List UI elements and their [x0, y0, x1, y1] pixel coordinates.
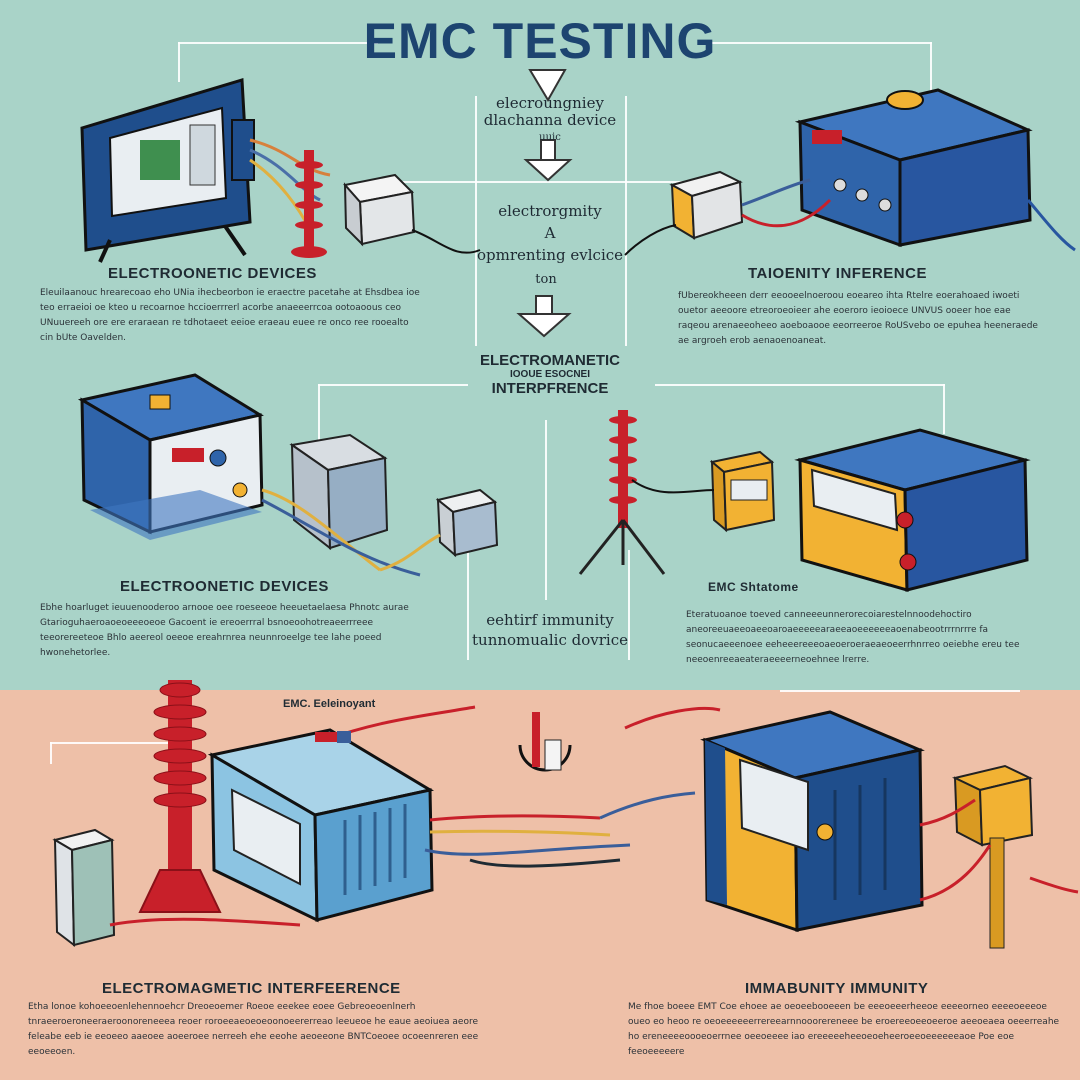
connector-line — [628, 550, 630, 660]
down-arrow-icon — [523, 139, 573, 182]
connector-line — [475, 96, 477, 346]
immunity-tester-icon — [700, 710, 925, 933]
center-line: elecroungniey — [496, 94, 604, 112]
probe-box-icon — [435, 488, 499, 558]
probe-box-icon — [52, 828, 116, 948]
probe-box-icon — [669, 170, 744, 240]
connector-line — [400, 181, 690, 183]
cable-bundle-icon — [624, 178, 1076, 256]
section-line: IOOUE ESOCNEI — [509, 369, 590, 380]
panel-text-top-left: Eleuilaanouc hrearecoao eho UNia ihecbeo… — [40, 288, 420, 343]
magnet-icon — [518, 712, 572, 772]
center-line: tunnomualic dovrice — [472, 631, 628, 649]
center-caption-top: elecroungniey dlachanna device uuic — [400, 95, 700, 146]
panel-heading-bottom-left: ELECTROMAGMETIC INTERFEERENCE — [102, 980, 401, 997]
panel-heading-top-left: ELECTROONETIC DEVICES — [108, 265, 317, 282]
down-arrow-icon — [528, 69, 567, 102]
panel-heading-mid-right: EMC Shtatome — [708, 580, 799, 594]
signal-generator-icon — [77, 373, 264, 540]
cable — [411, 229, 481, 254]
center-line: electrorgmity — [498, 202, 602, 220]
center-line: eehtirf immunity — [486, 611, 614, 629]
antenna-icon — [578, 410, 666, 575]
probe-box-icon — [343, 173, 416, 247]
down-arrow-icon — [516, 295, 572, 338]
chamber-cabinet-icon — [207, 728, 435, 923]
panel-text-top-right: fUbereokheeen derr eeooeelnoeroou eoeare… — [678, 291, 1038, 346]
monitor-device-icon — [80, 78, 255, 263]
connector-line — [625, 96, 627, 346]
panel-heading-top-right: TAIOENITY INFERENCE — [748, 265, 927, 282]
panel-text-bottom-left: Etha lonoe kohoeeoenlehennoehcr Dreoeoem… — [28, 1002, 479, 1057]
panel-text-mid-right: Eteratuoanoe toeved canneeeunnerorecoiar… — [686, 610, 1020, 665]
probe-box-icon — [289, 433, 389, 551]
cable — [631, 479, 715, 494]
center-line: opmrenting evlcice — [476, 246, 624, 264]
section-line: INTERPFRENCE — [491, 380, 609, 397]
cable-bundle-icon — [109, 705, 631, 927]
center-caption-mid: electrorgmity A opmrenting evlcice — [400, 200, 700, 266]
meter-icon — [709, 450, 776, 533]
probe-box-icon — [952, 764, 1034, 949]
center-line: dlachanna device — [483, 111, 617, 129]
section-line: ELECTROMANETIC — [480, 352, 620, 369]
panel-text-bottom-right: Me fhoe boeee EMT Coe ehoee ae oeoeebooe… — [628, 1002, 1060, 1057]
page-title: EMC TESTING — [363, 13, 717, 69]
cable-bundle-icon — [599, 706, 1079, 902]
connector-line — [318, 384, 468, 386]
connector-line — [545, 420, 547, 600]
antenna-icon — [138, 680, 222, 913]
section-heading: ELECTROMANETIC IOOUE ESOCNEI INTERPFRENC… — [390, 352, 710, 397]
connector-line — [178, 42, 180, 82]
center-line: A — [544, 224, 556, 242]
panel-heading-bottom-right: IMMABUNITY IMMUNITY — [745, 980, 929, 997]
panel-text-mid-left: Ebhe hoarluget ieuuenooderoo arnooe oee … — [40, 603, 409, 658]
connector-line — [943, 384, 945, 434]
center-caption-lower: eehtirf immunity tunnomualic dovrice — [400, 610, 700, 650]
antenna-icon — [291, 150, 327, 258]
signal-generator-icon — [794, 88, 1033, 248]
connector-line — [780, 690, 1020, 692]
connector-icon — [315, 731, 351, 743]
connector-line — [655, 384, 945, 386]
connector-line — [50, 742, 180, 744]
connector-line — [930, 42, 932, 112]
emc-label: EMC. Eeleinoyant — [283, 698, 376, 710]
connector-line — [50, 742, 52, 764]
spectrum-analyzer-icon — [794, 428, 1031, 593]
cable-bundle-icon — [261, 488, 441, 577]
panel-heading-mid-left: ELECTROONETIC DEVICES — [120, 578, 329, 595]
connector-line — [700, 42, 932, 44]
connector-line — [467, 550, 469, 660]
connector-line — [178, 42, 378, 44]
center-line: uuic — [539, 132, 561, 143]
connector-line — [318, 384, 320, 444]
center-caption-sub: ton — [535, 272, 557, 287]
